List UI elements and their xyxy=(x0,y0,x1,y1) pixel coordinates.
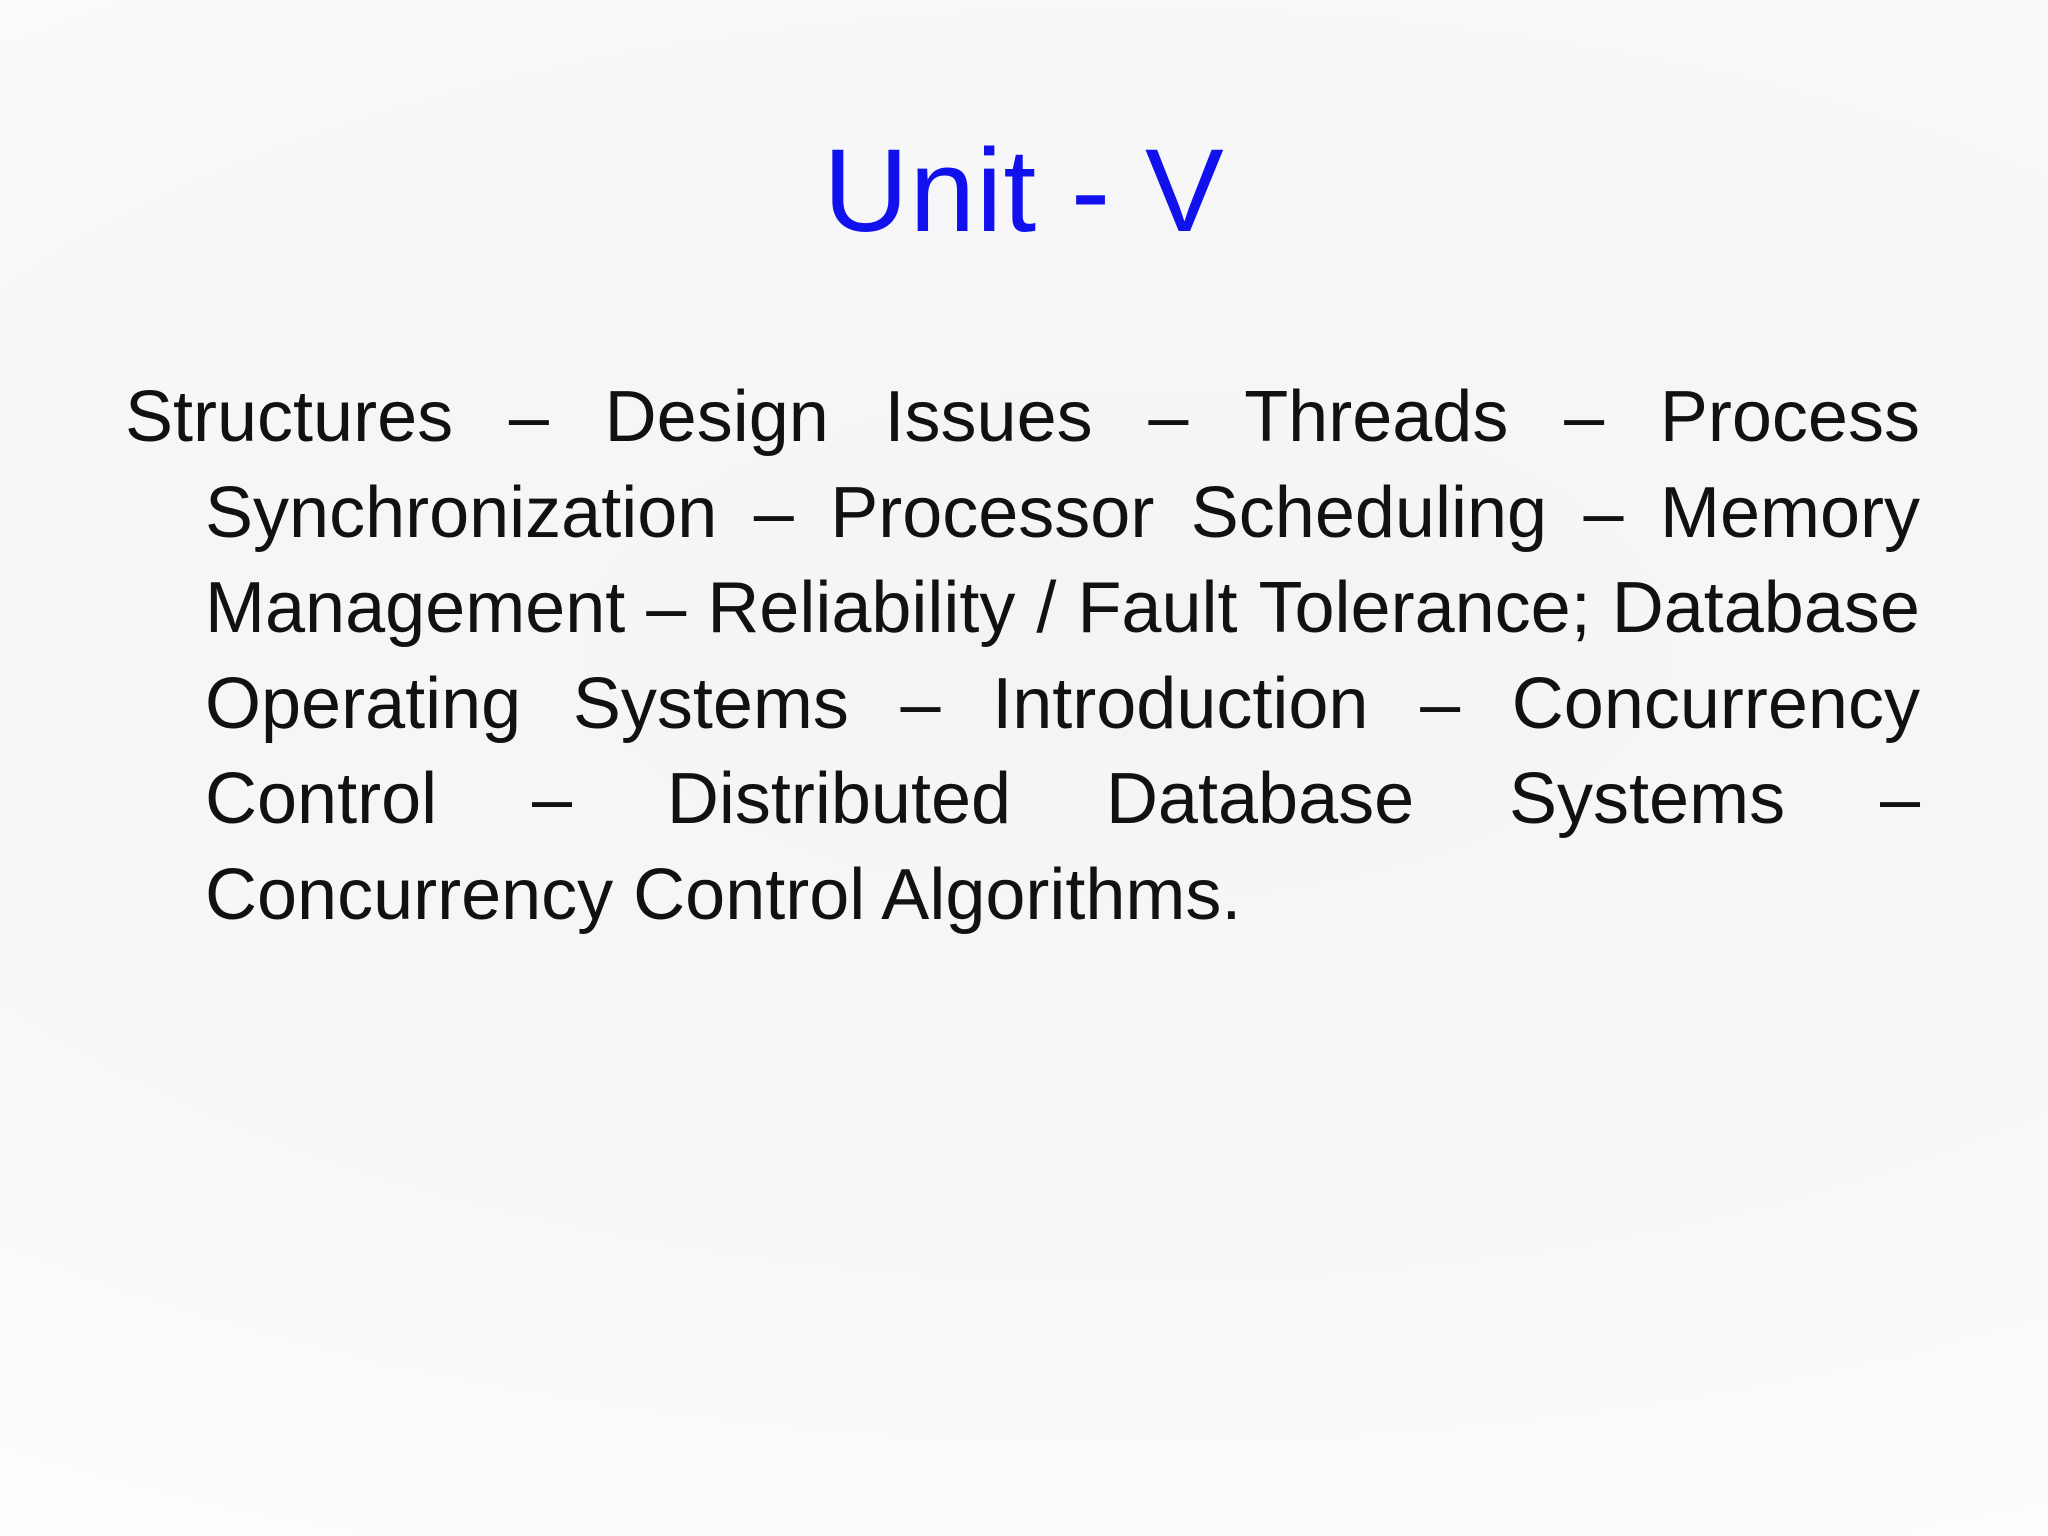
slide-title: Unit - V xyxy=(823,125,1225,257)
word: Introduction xyxy=(992,663,1369,744)
word: – xyxy=(1564,377,1605,457)
word: – xyxy=(508,377,549,457)
word: Reliability xyxy=(707,568,1016,648)
word: Processor xyxy=(830,472,1155,553)
word: Issues xyxy=(884,377,1093,457)
word: Distributed xyxy=(666,759,1012,839)
word: Threads xyxy=(1244,377,1509,457)
word: Concurrency xyxy=(1511,663,1920,744)
word: – xyxy=(900,663,941,744)
word: Tolerance; xyxy=(1258,568,1591,648)
word: – xyxy=(1420,663,1461,744)
word: Management xyxy=(205,568,626,648)
word: Systems xyxy=(572,663,849,744)
word: Database xyxy=(1611,568,1920,648)
word: Database xyxy=(1105,759,1415,839)
word: Design xyxy=(604,377,829,457)
body-line-5: Control – Distributed Database Systems – xyxy=(205,752,1920,848)
word: Systems xyxy=(1509,759,1786,839)
word: – xyxy=(1583,472,1624,553)
word: Structures xyxy=(125,377,454,457)
word: Control xyxy=(205,759,438,839)
body-line-6: Concurrency Control Algorithms. xyxy=(205,854,1242,935)
word: Fault xyxy=(1077,568,1238,648)
word: Memory xyxy=(1659,472,1920,553)
word: – xyxy=(531,759,573,839)
word: / xyxy=(1036,568,1057,648)
word: Operating xyxy=(205,663,522,744)
word: – xyxy=(1879,759,1920,839)
word: Process xyxy=(1659,377,1920,457)
word: Scheduling xyxy=(1190,472,1548,553)
word: Synchronization xyxy=(205,472,718,553)
word: – xyxy=(646,568,687,648)
word: – xyxy=(753,472,794,553)
word: – xyxy=(1148,377,1189,457)
